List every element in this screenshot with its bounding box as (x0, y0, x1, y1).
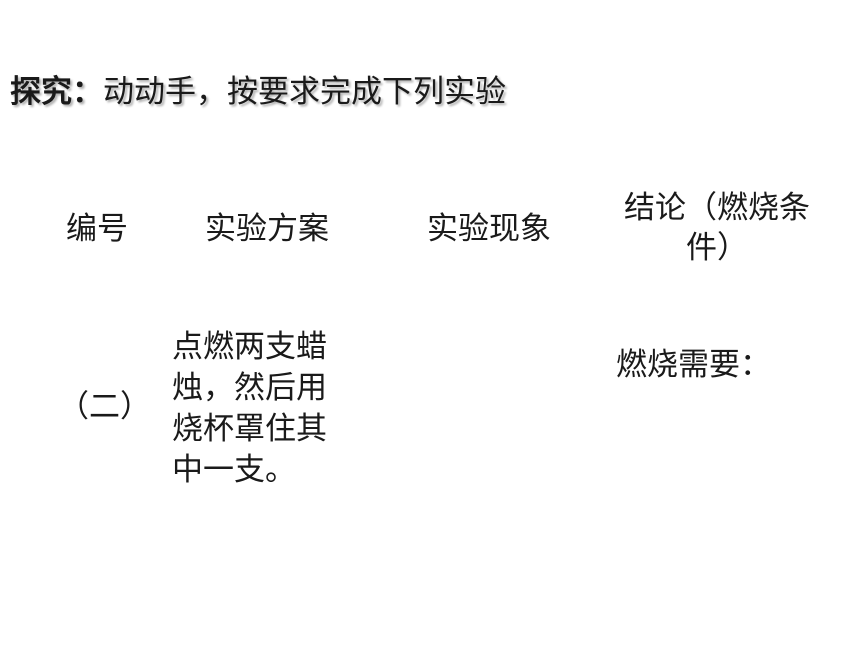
row-number: （二） (58, 389, 151, 425)
title-heading: 探究： (10, 74, 103, 110)
header-conclusion: 结论（燃烧条件） (624, 190, 810, 266)
header-number: 编号 (66, 211, 128, 247)
title-instruction: 动动手，按要求完成下列实验 (103, 74, 506, 110)
header-phenomenon: 实验现象 (427, 211, 551, 247)
row-conclusion: 燃烧需要： (616, 347, 771, 383)
row-plan: 点燃两支蜡烛，然后用烧杯罩住其中一支。 (172, 329, 327, 488)
header-plan: 实验方案 (205, 211, 329, 247)
page-title: 探究：动动手，按要求完成下列实验 (10, 70, 506, 114)
